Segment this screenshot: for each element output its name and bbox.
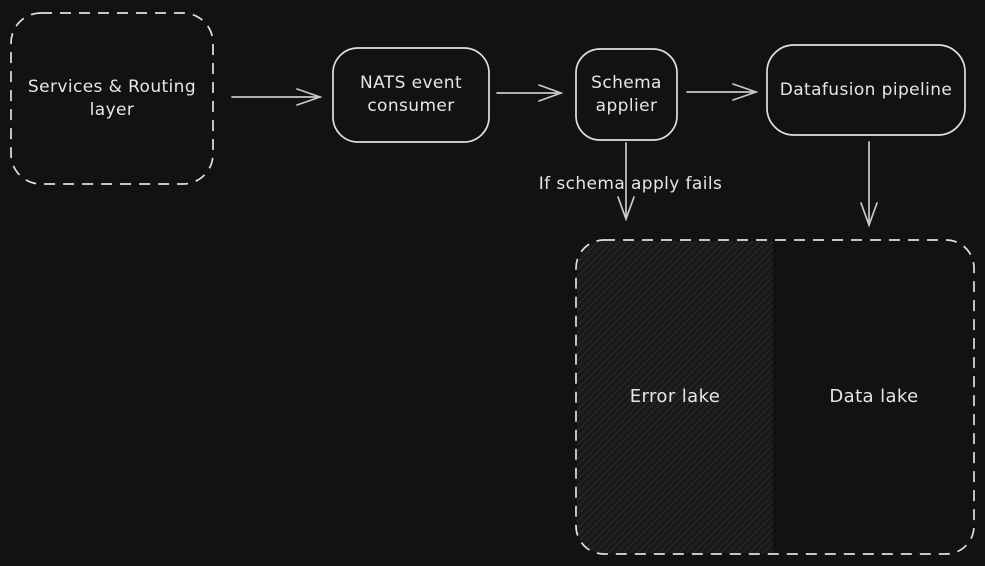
arrow-nats-to-schema[interactable] (496, 84, 564, 102)
arrow-services-to-nats[interactable] (231, 88, 323, 106)
arrow-schema-to-error-lake[interactable] (617, 142, 635, 222)
lake-container-node[interactable] (575, 239, 975, 555)
datafusion-pipeline-node[interactable] (766, 44, 966, 136)
services-routing-node[interactable] (10, 12, 214, 185)
arrow-schema-to-datafusion[interactable] (686, 83, 759, 101)
arrow-datafusion-to-data-lake[interactable] (860, 141, 878, 228)
nats-consumer-node[interactable] (332, 47, 490, 143)
schema-applier-node[interactable] (575, 48, 678, 141)
error-lake-region[interactable] (577, 241, 773, 553)
